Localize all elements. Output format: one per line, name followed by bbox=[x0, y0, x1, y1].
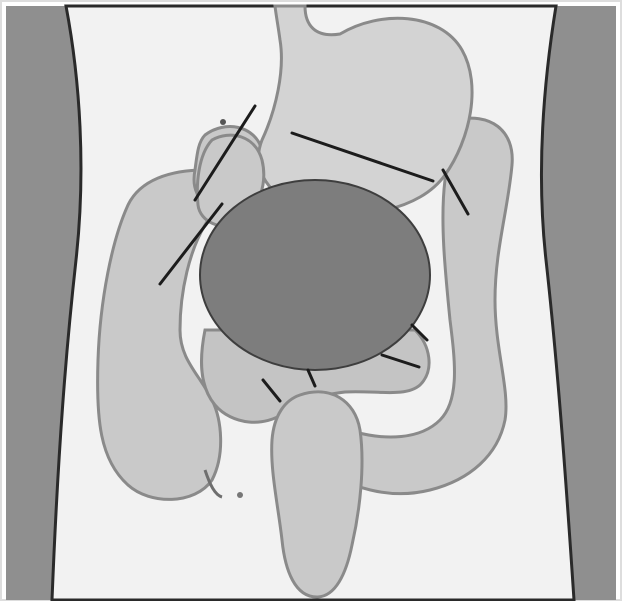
speck-upper bbox=[220, 119, 226, 125]
speck-lower bbox=[237, 492, 243, 498]
central-mass bbox=[200, 180, 430, 370]
